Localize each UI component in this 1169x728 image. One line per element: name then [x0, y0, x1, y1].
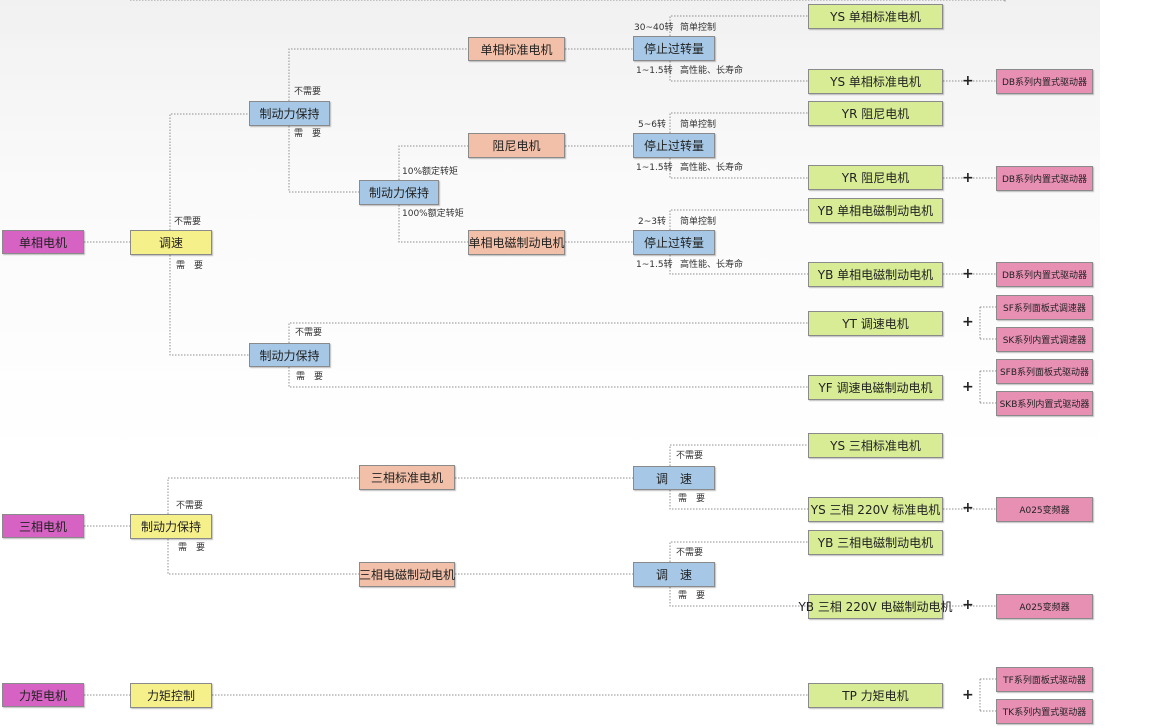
connector-line: [669, 541, 808, 562]
driver-sk[interactable]: SK系列内置式调速器: [996, 327, 1093, 352]
edge-label-rot-5-6: 5~6转: [638, 120, 666, 130]
edge-label-not-needed: 不需要: [676, 451, 704, 461]
edge-label-rot-30-40: 30~40转: [634, 23, 674, 33]
root-single-phase-motor[interactable]: 单相电机: [2, 230, 84, 254]
node-brake-hold-mid[interactable]: 制动力保持: [359, 180, 439, 205]
driver-db-1[interactable]: DB系列内置式驱动器: [996, 69, 1093, 94]
product-yb-single-1[interactable]: YB 单相电磁制动电机: [808, 198, 943, 223]
connector-line: [288, 48, 468, 101]
edge-label-high-perf: 高性能、长寿命: [680, 260, 744, 270]
plus-sign: +: [962, 379, 974, 395]
product-yf[interactable]: YF 调速电磁制动电机: [808, 375, 943, 400]
driver-db-3[interactable]: DB系列内置式驱动器: [996, 262, 1093, 287]
driver-sf[interactable]: SF系列面板式调速器: [996, 295, 1093, 320]
product-yb-three-220[interactable]: YB 三相 220V 电磁制动电机: [798, 594, 953, 619]
edge-label-not-needed: 不需要: [295, 328, 323, 338]
plus-sign: +: [962, 73, 974, 89]
edge-label-not-needed: 不需要: [294, 87, 322, 97]
connector-line: [169, 113, 249, 230]
plus-sign: +: [962, 314, 974, 330]
edge-label-high-perf: 高性能、长寿命: [680, 66, 744, 76]
edge-label-rot-1-1-5: 1~1.5转: [636, 66, 673, 76]
edge-label-needed: 需 要: [178, 543, 206, 553]
edge-label-rot-2-3: 2~3转: [638, 217, 666, 227]
plus-sign: +: [962, 597, 974, 613]
connector-line: [288, 322, 808, 343]
connector-line: [669, 490, 808, 510]
driver-skb[interactable]: SKB系列内置式驱动器: [996, 391, 1093, 416]
product-yb-single-2[interactable]: YB 单相电磁制动电机: [808, 262, 943, 287]
driver-tk[interactable]: TK系列内置式驱动器: [996, 699, 1093, 724]
product-yb-three[interactable]: YB 三相电磁制动电机: [808, 530, 943, 555]
product-yr-1[interactable]: YR 阻尼电机: [808, 101, 943, 126]
driver-sfb[interactable]: SFB系列面板式驱动器: [996, 359, 1093, 384]
edge-label-needed: 需 要: [678, 591, 706, 601]
edge-label-needed: 需 要: [176, 261, 204, 271]
connector-line: [288, 367, 808, 388]
product-yr-2[interactable]: YR 阻尼电机: [808, 165, 943, 190]
connector-line: [669, 15, 808, 36]
connector-line: [288, 126, 359, 193]
edge-label-not-needed: 不需要: [676, 548, 704, 558]
node-torque-control[interactable]: 力矩控制: [130, 683, 212, 708]
node-single-std-motor[interactable]: 单相标准电机: [468, 37, 565, 61]
product-tp[interactable]: TP 力矩电机: [808, 683, 943, 708]
driver-tf[interactable]: TF系列面板式驱动器: [996, 667, 1093, 692]
node-overrun-2[interactable]: 停止过转量: [633, 133, 715, 158]
node-three-std-motor[interactable]: 三相标准电机: [359, 465, 455, 490]
driver-a025-2[interactable]: A025变频器: [996, 594, 1093, 619]
node-speed-1[interactable]: 调 速: [633, 466, 715, 490]
node-brake-hold-3ph[interactable]: 制动力保持: [130, 514, 212, 539]
node-speed-control[interactable]: 调速: [130, 230, 212, 255]
edge-label-high-perf: 高性能、长寿命: [680, 163, 744, 173]
plus-sign: +: [962, 266, 974, 282]
product-ys-three-220[interactable]: YS 三相 220V 标准电机: [808, 497, 943, 522]
edge-label-simple-control: 简单控制: [680, 120, 717, 130]
driver-a025-1[interactable]: A025变频器: [996, 497, 1093, 522]
edge-label-torque-100: 100%额定转矩: [402, 209, 464, 219]
edge-label-needed: 需 要: [296, 372, 324, 382]
edge-label-needed: 需 要: [294, 129, 322, 139]
connector-line: [669, 209, 808, 230]
node-speed-2[interactable]: 调 速: [633, 562, 715, 587]
node-overrun-3[interactable]: 停止过转量: [633, 230, 715, 255]
connector-line: [398, 205, 468, 243]
node-brake-hold-low[interactable]: 制动力保持: [249, 343, 330, 367]
connector-line: [167, 477, 359, 514]
edge-label-needed: 需 要: [678, 494, 706, 504]
connector-line: [669, 112, 808, 133]
node-resist-motor[interactable]: 阻尼电机: [468, 133, 565, 158]
edge-label-not-needed: 不需要: [176, 501, 204, 511]
plus-sign: +: [962, 687, 974, 703]
plus-sign: +: [962, 170, 974, 186]
node-overrun-1[interactable]: 停止过转量: [633, 36, 715, 61]
connector-line: [398, 145, 468, 180]
connector-line: [669, 255, 808, 275]
root-torque-motor[interactable]: 力矩电机: [2, 683, 84, 707]
node-single-em-brake-motor[interactable]: 单相电磁制动电机: [468, 230, 565, 255]
edge-label-simple-control: 简单控制: [680, 23, 717, 33]
edge-label-rot-1-1-5: 1~1.5转: [636, 260, 673, 270]
driver-db-2[interactable]: DB系列内置式驱动器: [996, 166, 1093, 191]
connector-line: [167, 539, 359, 575]
connector-line: [169, 255, 249, 356]
connector-line: [669, 61, 808, 82]
node-three-em-brake-motor[interactable]: 三相电磁制动电机: [359, 562, 455, 587]
root-three-phase-motor[interactable]: 三相电机: [2, 514, 84, 538]
edge-label-not-needed: 不需要: [174, 217, 202, 227]
connector-line: [669, 444, 808, 466]
product-ys-single-1[interactable]: YS 单相标准电机: [808, 4, 943, 29]
connector-line: [669, 158, 808, 179]
product-ys-single-2[interactable]: YS 单相标准电机: [808, 69, 943, 94]
edge-label-torque-10: 10%额定转矩: [402, 167, 459, 177]
edge-label-rot-1-1-5: 1~1.5转: [636, 163, 673, 173]
plus-sign: +: [962, 500, 974, 516]
product-yt[interactable]: YT 调速电机: [808, 311, 943, 336]
connector-line: [669, 587, 808, 607]
edge-label-simple-control: 简单控制: [680, 217, 717, 227]
node-brake-hold-top[interactable]: 制动力保持: [249, 101, 330, 126]
product-ys-three[interactable]: YS 三相标准电机: [808, 433, 943, 458]
